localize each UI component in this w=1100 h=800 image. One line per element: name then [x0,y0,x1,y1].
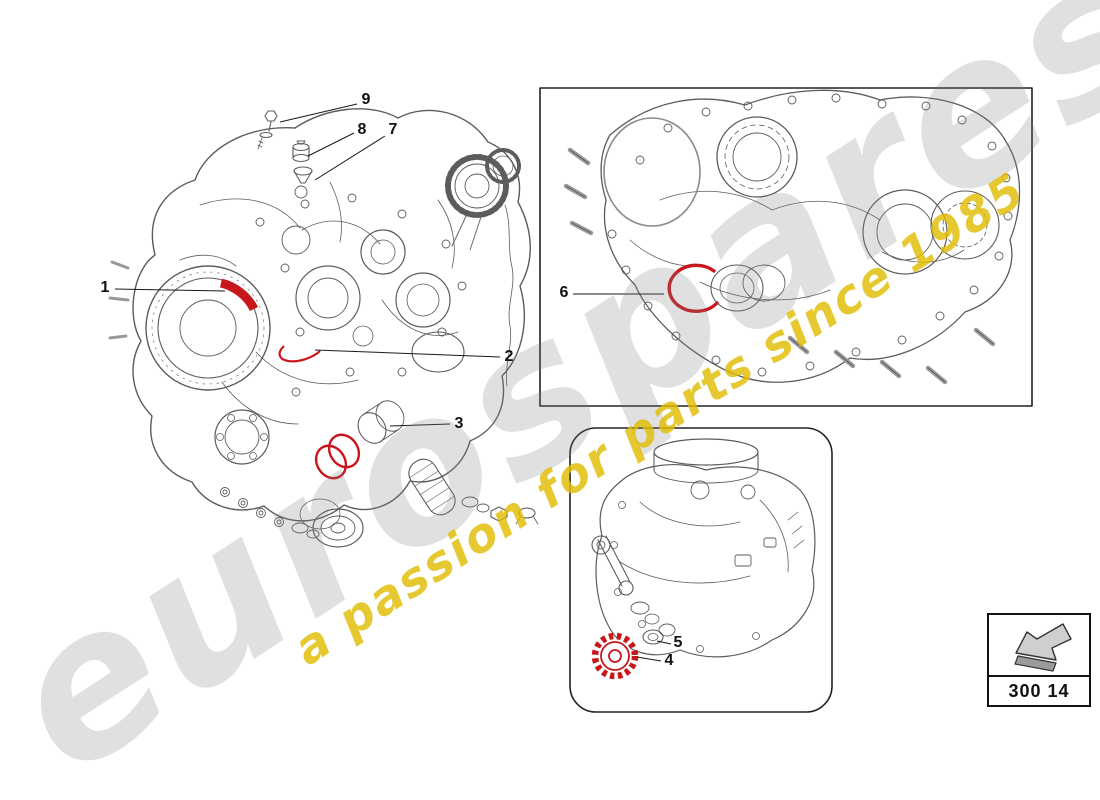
callout-label-9: 9 [361,91,371,108]
callout-label-2: 2 [504,348,514,365]
highlight-part-2-ring [278,345,321,363]
detail-inset-sprocket [569,427,833,713]
callout-label-5: 5 [673,634,683,651]
main-assembly-drawing [108,108,539,548]
detail-inset-clutch-cover [539,87,1033,407]
callout-label-8: 8 [357,121,367,138]
callout-label-3: 3 [454,415,464,432]
highlight-part-4-sprocket [591,632,639,680]
diagram-code: 300 14 [1008,680,1070,701]
highlight-part-6-snap-ring [667,263,719,313]
callout-label-7: 7 [388,121,398,138]
code-box [987,613,1091,707]
direction-arrow-icon [1014,623,1072,672]
highlight-part-1-bearing-race [219,278,259,312]
highlight-part-3-rings [314,433,361,480]
callout-label-4: 4 [664,652,674,669]
callout-label-6: 6 [559,284,569,301]
callout-label-1: 1 [100,279,110,296]
callout-leader-lines [114,103,672,662]
